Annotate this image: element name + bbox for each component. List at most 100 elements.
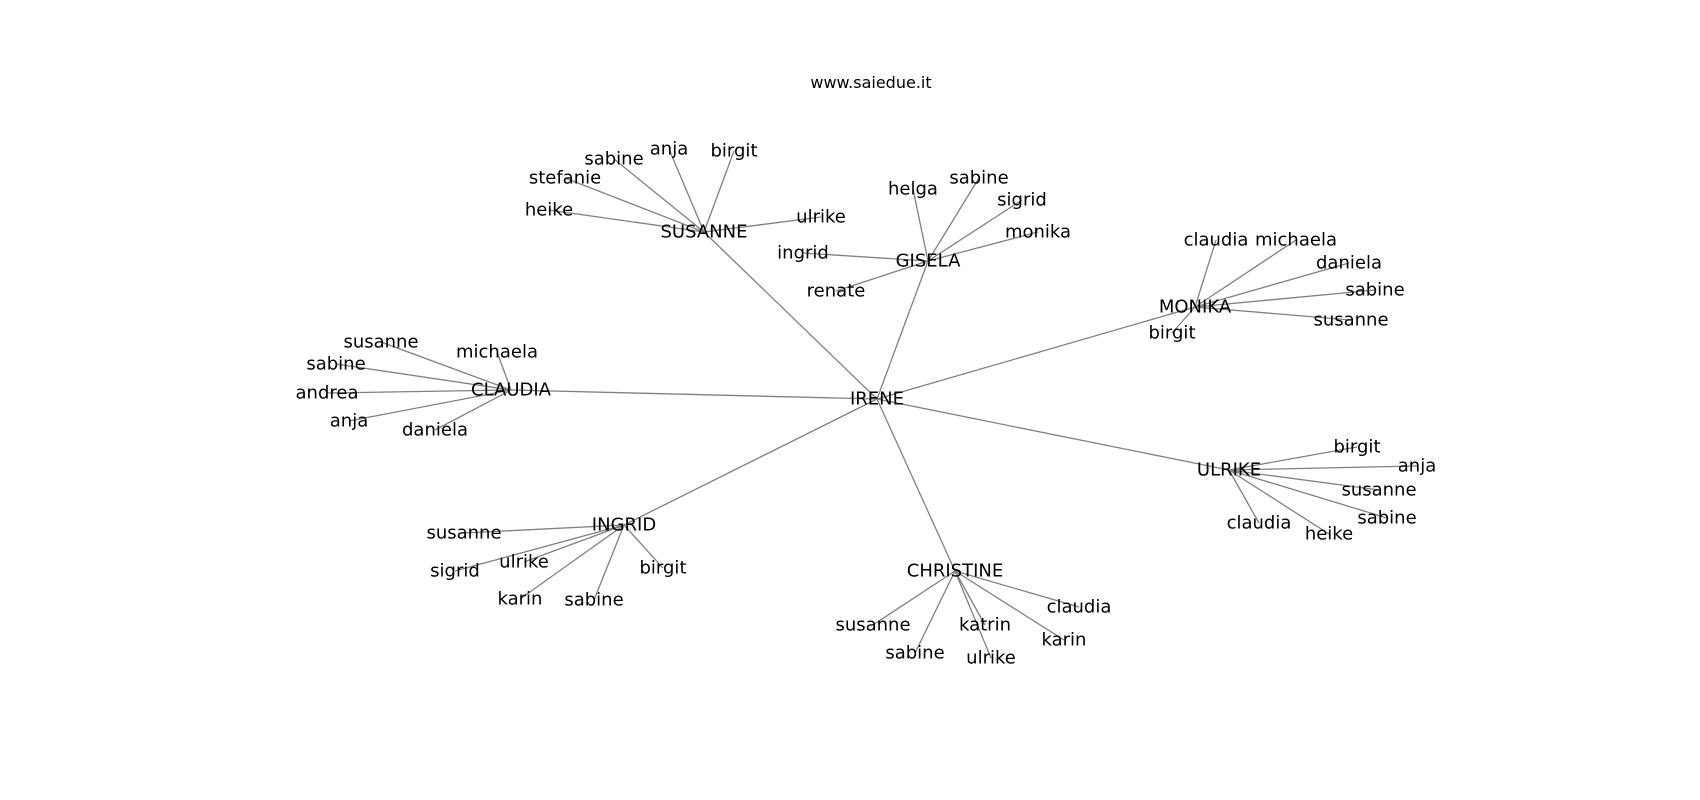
edge-claudia-susanne (380, 341, 512, 391)
edge-monika-birgit (1171, 306, 1196, 334)
leaf-node-label: sabine (584, 149, 643, 170)
edge-gisela-ingrid (802, 252, 929, 262)
edge-monika-claudia (1194, 239, 1217, 308)
leaf-node-label: renate (807, 281, 866, 302)
edge-root-monika (876, 306, 1196, 400)
edge-christine-claudia (954, 570, 1080, 608)
leaf-node-label: sabine (564, 590, 623, 611)
edge-ingrid-karin (519, 524, 625, 600)
leaf-node-label: sabine (1345, 280, 1404, 301)
edge-christine-katrin (954, 570, 986, 626)
edge-ingrid-susanne (463, 524, 625, 534)
hub-node-label: CLAUDIA (471, 380, 552, 401)
hub-node-label: ULRIKE (1197, 460, 1261, 481)
leaf-node-label: susanne (835, 615, 910, 636)
leaf-node-label: sabine (949, 168, 1008, 189)
hub-node-label: MONIKA (1159, 297, 1232, 318)
leaf-node-label: claudia (1184, 230, 1249, 251)
hub-node-label: CHRISTINE (907, 561, 1004, 582)
edge-ingrid-sigrid (454, 524, 625, 572)
edge-gisela-monika (927, 231, 1039, 262)
edge-monika-daniela (1194, 262, 1350, 308)
edge-root-ingrid (623, 398, 878, 526)
leaf-node-label: monika (1005, 222, 1071, 243)
edge-claudia-andrea (326, 389, 512, 394)
leaf-node-label: michaela (1255, 230, 1337, 251)
leaf-node-label: sabine (1357, 508, 1416, 529)
leaf-node-label: sigrid (997, 190, 1047, 211)
leaf-node-label: heike (1305, 524, 1353, 545)
edge-claudia-michaela (496, 351, 512, 391)
edge-susanne-birgit (703, 150, 735, 233)
edge-christine-karin (954, 570, 1065, 641)
leaf-node-label: birgit (1334, 437, 1381, 458)
edge-christine-ulrike (954, 570, 992, 659)
edge-susanne-stefanie (564, 177, 705, 233)
edge-gisela-sabine (927, 177, 980, 262)
hub-node-label: SUSANNE (661, 222, 748, 243)
leaf-node-label: katrin (959, 615, 1011, 636)
leaf-node-label: stefanie (529, 168, 601, 189)
leaf-node-label: karin (1042, 630, 1087, 651)
edge-ulrike-sabine (1228, 469, 1388, 519)
leaf-node-label: daniela (1316, 253, 1382, 274)
leaf-node-label: birgit (640, 558, 687, 579)
leaf-node-label: susanne (426, 523, 501, 544)
leaf-node-label: birgit (711, 141, 758, 162)
leaf-node-label: claudia (1227, 513, 1292, 534)
edge-ulrike-anja (1228, 465, 1418, 471)
leaf-node-label: daniela (402, 420, 468, 441)
leaf-node-label: ulrike (499, 552, 549, 573)
leaf-node-label: anja (650, 139, 688, 160)
edge-monika-michaela (1194, 239, 1297, 308)
leaf-node-label: helga (888, 179, 938, 200)
edge-gisela-renate (835, 260, 929, 292)
edge-ulrike-birgit (1228, 446, 1358, 471)
edge-gisela-helga (912, 188, 929, 262)
edge-claudia-daniela (434, 389, 512, 431)
edge-ingrid-birgit (623, 524, 664, 569)
edge-christine-sabine (914, 570, 956, 654)
leaf-node-label: claudia (1047, 597, 1112, 618)
edge-claudia-sabine (335, 363, 512, 391)
edge-ingrid-sabine (593, 524, 625, 601)
edge-root-gisela (876, 260, 929, 400)
hub-node-label: GISELA (896, 251, 961, 272)
edge-christine-susanne (872, 570, 956, 626)
edge-root-claudia (510, 389, 878, 400)
edge-ulrike-claudia (1228, 469, 1260, 524)
edge-ulrike-susanne (1228, 469, 1380, 491)
leaf-node-label: susanne (343, 332, 418, 353)
edge-root-christine (876, 398, 956, 572)
leaf-node-label: susanne (1313, 310, 1388, 331)
root-node-label: IRENE (850, 389, 904, 410)
leaf-node-label: birgit (1149, 323, 1196, 344)
leaf-node-label: andrea (296, 383, 359, 404)
leaf-node-label: susanne (1341, 480, 1416, 501)
edge-root-susanne (703, 231, 878, 400)
site-title: www.saiedue.it (810, 73, 931, 92)
edge-gisela-sigrid (927, 199, 1023, 262)
edge-root-ulrike (876, 398, 1230, 471)
leaf-node-label: sabine (306, 354, 365, 375)
edge-susanne-ulrike (703, 216, 822, 233)
edge-claudia-anja (348, 389, 512, 422)
hub-node-label: INGRID (592, 515, 656, 536)
leaf-node-label: karin (498, 589, 543, 610)
edge-ingrid-ulrike (523, 524, 625, 563)
edge-susanne-heike (548, 209, 705, 233)
leaf-node-label: ingrid (777, 243, 829, 264)
leaf-node-label: sabine (885, 643, 944, 664)
leaf-node-label: anja (330, 411, 368, 432)
leaf-node-label: ulrike (796, 207, 846, 228)
leaf-node-label: ulrike (966, 648, 1016, 669)
leaf-node-label: anja (1398, 456, 1436, 477)
edge-ulrike-heike (1228, 469, 1330, 535)
edges-layer (326, 148, 1418, 659)
leaf-node-label: heike (525, 200, 573, 221)
leaf-node-label: sigrid (430, 561, 480, 582)
edge-susanne-sabine (613, 158, 705, 233)
edge-susanne-anja (668, 148, 705, 233)
